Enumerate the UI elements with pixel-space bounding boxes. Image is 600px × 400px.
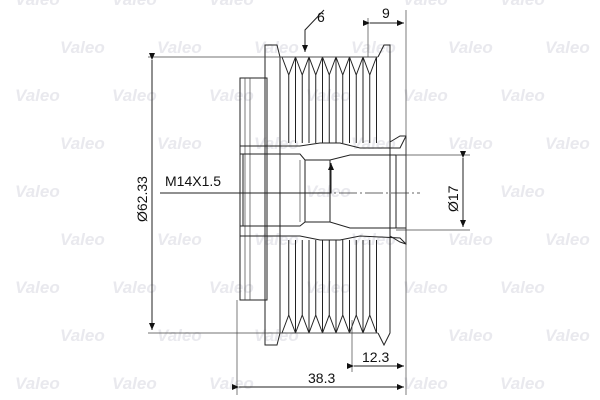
watermark-text: Valeo [403,0,448,9]
watermark-text: Valeo [15,374,60,393]
watermark-text: Valeo [254,230,299,249]
flange-offset-label: 9 [382,5,390,21]
watermark-text: Valeo [545,134,590,153]
bore-diameter-label: Ø17 [445,185,461,212]
hub-length-label: 12.3 [362,349,389,365]
thread-label: M14X1.5 [165,173,221,189]
watermark-text: Valeo [254,38,299,57]
watermark-text: Valeo [60,230,105,249]
watermark-text: Valeo [545,230,590,249]
watermark-text: Valeo [60,38,105,57]
watermark-text: Valeo [403,374,448,393]
watermark-text: Valeo [157,134,202,153]
watermark-text: Valeo [545,38,590,57]
watermark-text: Valeo [15,0,60,9]
watermark-text: Valeo [254,326,299,345]
watermark-text: Valeo [157,326,202,345]
watermark-text: Valeo [448,230,493,249]
overall-length-label: 38.3 [308,370,335,386]
rib-count-label: 6 [317,9,325,25]
watermark-text: Valeo [112,86,157,105]
watermark-text: Valeo [351,134,396,153]
dimension-lines [148,9,470,395]
watermark-text: Valeo [351,230,396,249]
watermark-text: Valeo [209,374,254,393]
watermark-text: Valeo [209,86,254,105]
watermark-text: Valeo [15,86,60,105]
watermark-text: Valeo [60,326,105,345]
watermark-text: Valeo [500,86,545,105]
watermark-text: Valeo [403,86,448,105]
watermark-text: Valeo [112,374,157,393]
watermark-text: Valeo [15,278,60,297]
watermark-text: Valeo [500,374,545,393]
watermark-text: Valeo [500,0,545,9]
watermark-text: Valeo [448,38,493,57]
watermark-text: Valeo [403,278,448,297]
watermark-text: Valeo [545,326,590,345]
watermark-text: Valeo [157,230,202,249]
watermark-text: Valeo [60,134,105,153]
watermark-text: Valeo [306,86,351,105]
watermark-text: Valeo [448,326,493,345]
watermark-text: Valeo [209,0,254,9]
watermark-text: Valeo [500,278,545,297]
outer-diameter-label: Ø62.33 [134,176,150,222]
watermark-text: Valeo [306,278,351,297]
watermark-text: Valeo [112,278,157,297]
watermark-text: Valeo [112,0,157,9]
watermark-text: Valeo [306,182,351,201]
watermark-text: Valeo [157,38,202,57]
watermark-text: Valeo [448,134,493,153]
watermark-text: Valeo [15,182,60,201]
watermark-text: Valeo [500,182,545,201]
watermark-text: Valeo [351,38,396,57]
watermark-text: Valeo [254,134,299,153]
watermark-text: Valeo [209,278,254,297]
